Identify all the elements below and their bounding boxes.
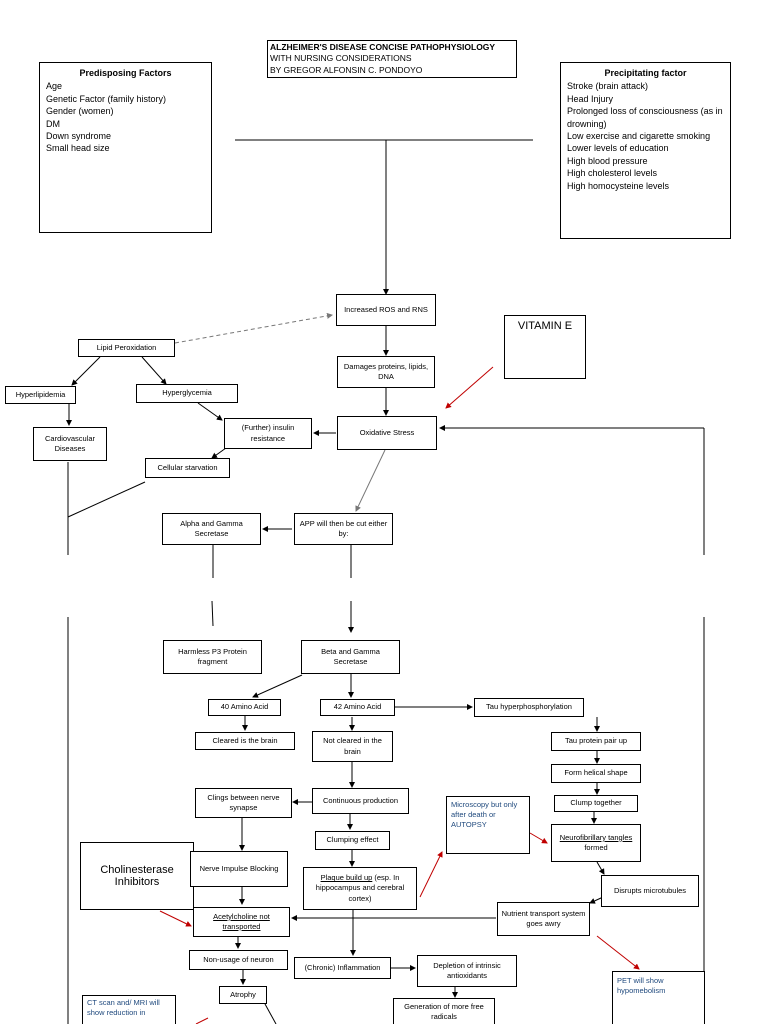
predisposing-item: Age (46, 81, 63, 92)
node-not-cleared: Not cleared in the brain (312, 731, 393, 762)
node-vitamin-e: VITAMIN E (504, 315, 586, 379)
title-line-1: ALZHEIMER'S DISEASE CONCISE PATHOPHYSIOL… (270, 42, 496, 52)
node-helical: Form helical shape (551, 764, 641, 783)
node-insulin-resistance: (Further) insulin resistance (224, 418, 312, 449)
atrophy-down (264, 1003, 277, 1024)
predisposing-heading: Predisposing Factors (79, 68, 172, 78)
nft-to-microscopy-arrow (529, 832, 548, 844)
node-tau-hyper: Tau hyperphosphorylation (474, 698, 584, 717)
nft-underlined: Neurofibrillary tangles (559, 832, 633, 842)
predisposing-factors-box: Predisposing Factors Age Genetic Factor … (39, 62, 212, 233)
nft-to-disrupts (596, 861, 605, 875)
lipid-to-hyperlipidemia (71, 356, 101, 386)
ct-arrow (195, 1017, 209, 1024)
node-nerve-impulse: Nerve Impulse Blocking (190, 851, 288, 887)
node-beta-gamma: Beta and Gamma Secretase (301, 640, 400, 674)
node-depletion: Depletion of intrinsic antioxidants (417, 955, 517, 987)
node-cardiovascular: Cardiovascular Diseases (33, 427, 107, 461)
hyperglyc-to-insulin (197, 402, 223, 421)
node-clump-together: Clump together (554, 795, 638, 812)
predisposing-item: DM (46, 118, 60, 129)
plaque-underlined: Plaque build up (320, 873, 373, 883)
node-cholinesterase: Cholinesterase Inhibitors (80, 842, 194, 910)
oxidative-to-app (355, 449, 386, 512)
node-app: APP will then be cut either by: (294, 513, 393, 545)
node-nutrient: Nutrient transport system goes awry (497, 902, 590, 936)
precipitating-item: Low exercise and cigarette smoking (567, 131, 711, 142)
node-damages: Damages proteins, lipids, DNA (337, 356, 435, 388)
precipitating-item: Head Injury (567, 93, 614, 104)
node-oxidative-stress: Oxidative Stress (337, 416, 437, 450)
node-harmless-p3: Harmless P3 Protein fragment (163, 640, 262, 674)
precipitating-heading: Precipitating factor (604, 68, 687, 78)
precipitating-item: High blood pressure (567, 155, 648, 166)
node-lipid-peroxidation: Lipid Peroxidation (78, 339, 175, 357)
node-alpha-gamma: Alpha and Gamma Secretase (162, 513, 261, 545)
precipitating-factors-box: Precipitating factor Stroke (brain attac… (560, 62, 731, 239)
title-line-2: WITH NURSING CONSIDERATIONS (270, 53, 412, 64)
nft-rest: formed (584, 843, 608, 852)
nutrient-to-pet-arrow (596, 935, 640, 970)
node-atrophy: Atrophy (219, 986, 267, 1004)
lipid-to-ros-dashed (174, 312, 333, 344)
precipitating-item: Lower levels of education (567, 143, 669, 154)
node-clumping: Clumping effect (315, 831, 390, 850)
page-title: ALZHEIMER'S DISEASE CONCISE PATHOPHYSIOL… (267, 40, 517, 79)
plaque-to-microscopy-arrow (419, 851, 443, 898)
beta-to-40 (252, 674, 303, 698)
node-disrupts: Disrupts microtubules (601, 875, 699, 907)
node-40-amino: 40 Amino Acid (208, 699, 281, 716)
predisposing-item: Small head size (46, 143, 110, 154)
precipitating-item: Stroke (brain attack) (567, 81, 649, 92)
predisposing-item: Down syndrome (46, 131, 112, 142)
node-continuous: Continuous production (312, 788, 409, 814)
precipitating-item: Prolonged loss of consciousness (as in d… (567, 106, 723, 129)
node-cellular-starvation: Cellular starvation (145, 458, 230, 478)
lipid-to-hyperglycemia (141, 356, 167, 385)
node-microscopy: Microscopy but only after death or AUTOP… (446, 796, 530, 854)
node-tau-pair: Tau protein pair up (551, 732, 641, 751)
vitamin-e-arrow (445, 366, 494, 409)
precipitating-item: High homocysteine levels (567, 180, 670, 191)
node-42-amino: 42 Amino Acid (320, 699, 395, 716)
ach-text: Acetylcholine not transported (213, 911, 270, 931)
node-cleared: Cleared is the brain (195, 732, 295, 750)
node-inflammation: (Chronic) Inflammation (294, 957, 391, 979)
node-hyperglycemia: Hyperglycemia (136, 384, 238, 403)
node-neurofibrillary: Neurofibrillary tangles formed (551, 824, 641, 862)
node-pet: PET will show hypomebolism (612, 971, 705, 1024)
starvation-to-left (67, 481, 146, 518)
node-hyperlipidemia: Hyperlipidemia (5, 386, 76, 404)
title-line-3: BY GREGOR ALFONSIN C. PONDOYO (270, 64, 423, 75)
node-non-usage: Non-usage of neuron (189, 950, 288, 970)
cholinesterase-arrow (159, 910, 192, 927)
plaque-rest: (esp. In hippocampus and cerebral cortex… (315, 873, 405, 903)
alpha-down-2 (211, 600, 214, 627)
predisposing-item: Gender (women) (46, 106, 114, 117)
node-ros: Increased ROS and RNS (336, 294, 436, 326)
node-generation: Generation of more free radicals (393, 998, 495, 1024)
node-plaque: Plaque build up (esp. In hippocampus and… (303, 867, 417, 910)
node-clings: Clings between nerve synapse (195, 788, 292, 818)
precipitating-item: High cholesterol levels (567, 168, 658, 179)
node-acetylcholine: Acetylcholine not transported (193, 907, 290, 937)
predisposing-item: Genetic Factor (family history) (46, 93, 167, 104)
node-ct-mri: CT scan and/ MRI will show reduction in (82, 995, 176, 1024)
insulin-to-starvation (211, 447, 227, 459)
